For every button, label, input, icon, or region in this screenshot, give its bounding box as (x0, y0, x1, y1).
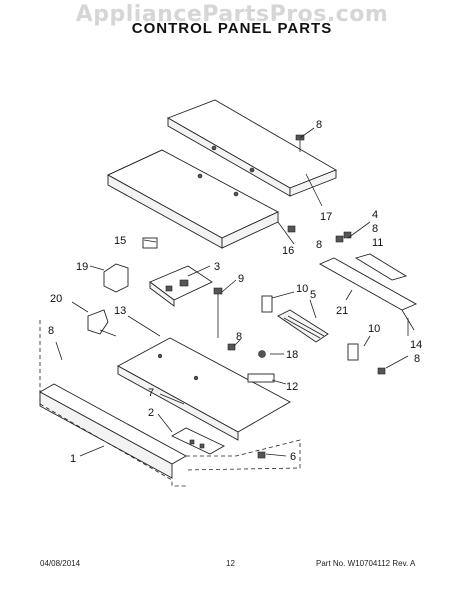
part-3-control-board (149, 265, 213, 307)
part-11-strip (354, 253, 408, 281)
callout-20: 20 (50, 293, 62, 305)
callout-10: 10 (296, 283, 308, 295)
callout-18: 18 (286, 349, 298, 361)
part-2-keypad-board (171, 427, 225, 455)
footer-part-number: Part No. W10704112 Rev. A (316, 559, 416, 568)
callout-8: 8 (414, 353, 420, 365)
part-20-transformer (87, 309, 117, 337)
callout-2: 2 (148, 407, 154, 419)
callout-8: 8 (316, 239, 322, 251)
footer-date: 04/08/2014 (40, 559, 81, 568)
callout-14: 14 (410, 339, 422, 351)
callout-13: 13 (114, 305, 126, 317)
callout-16: 16 (282, 245, 294, 257)
watermark: AppliancePartsPros.com (75, 2, 389, 27)
callout-10: 10 (368, 323, 380, 335)
callout-9: 9 (238, 273, 244, 285)
callout-12: 12 (286, 381, 298, 393)
part-10-bracket (261, 295, 359, 361)
callout-19: 19 (76, 261, 88, 273)
page-title: CONTROL PANEL PARTS (131, 20, 333, 37)
callout-8: 8 (236, 331, 242, 343)
callout-3: 3 (214, 261, 220, 273)
leader-lines (55, 127, 409, 457)
callout-8: 8 (372, 223, 378, 235)
part-9-bolt (213, 287, 223, 338)
part-16-lower-panel (107, 149, 280, 249)
callout-17: 17 (320, 211, 332, 223)
callout-1: 1 (70, 453, 76, 465)
part-18-grommet (258, 350, 266, 358)
screw-icon (295, 134, 305, 152)
callout-8: 8 (48, 325, 54, 337)
part-15-clip (142, 237, 158, 249)
callout-4: 4 (372, 209, 378, 221)
callout-8: 8 (316, 119, 322, 131)
footer-page-number: 12 (226, 559, 235, 568)
callout-15: 15 (114, 235, 126, 247)
callout-5: 5 (310, 289, 316, 301)
callout-7: 7 (148, 387, 154, 399)
part-19-relay (103, 263, 129, 293)
screw-icon (287, 225, 352, 243)
callout-11: 11 (372, 237, 383, 249)
part-13-mounting-plate (117, 337, 291, 441)
screw-icon (227, 343, 386, 459)
part-17-top-cover (166, 99, 338, 197)
callout-6: 6 (290, 451, 296, 463)
part-1-control-panel-frame (39, 320, 301, 487)
part-5-cooling-fan (277, 309, 329, 343)
callout-21: 21 (336, 305, 348, 317)
part-12-bracket (247, 373, 275, 383)
part-14-bracket (318, 257, 418, 331)
